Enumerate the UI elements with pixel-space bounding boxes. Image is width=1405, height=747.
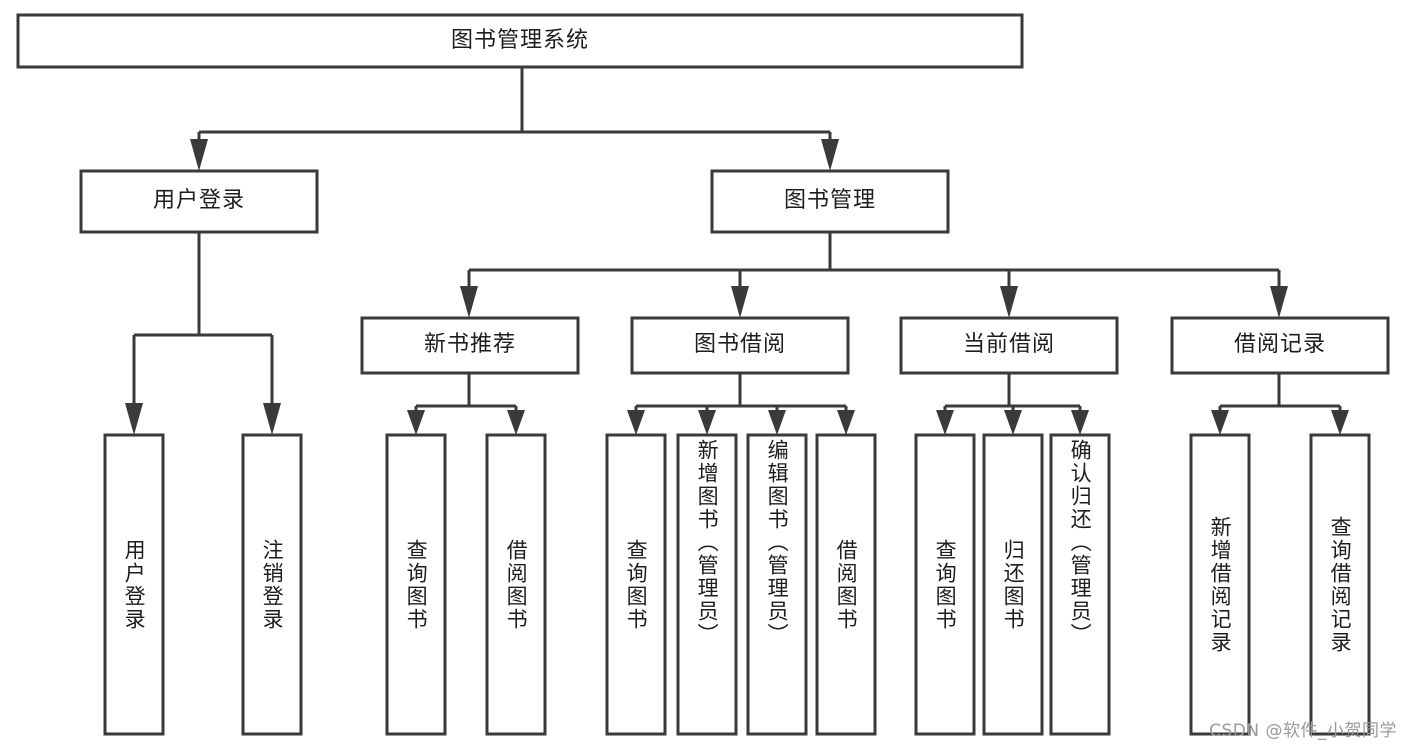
arrow-head-leaf-borrow-book-2 <box>837 410 855 435</box>
node-box-book-borrow[interactable] <box>630 316 850 375</box>
node-box-leaf-add-record[interactable] <box>1189 433 1251 736</box>
node-box-leaf-edit-book[interactable] <box>746 433 808 736</box>
node-box-leaf-query-book-2[interactable] <box>605 433 667 736</box>
arrow-head-user-login <box>190 139 208 171</box>
node-box-leaf-query-book-1[interactable] <box>385 433 447 736</box>
node-box-book-manage[interactable] <box>710 169 950 234</box>
arrow-head-leaf-borrow-book-1 <box>507 410 525 435</box>
node-box-leaf-add-book[interactable] <box>676 433 738 736</box>
arrow-head-book-borrow <box>731 286 749 318</box>
arrow-head-leaf-confirm-return <box>1071 410 1089 435</box>
node-box-leaf-confirm-return[interactable] <box>1049 433 1111 736</box>
arrow-head-leaf-return-book <box>1004 410 1022 435</box>
connectors-layer <box>125 67 1349 435</box>
arrow-head-leaf-edit-book <box>768 410 786 435</box>
arrow-head-current-borrow <box>1000 286 1018 318</box>
node-box-leaf-borrow-book-2[interactable] <box>815 433 877 736</box>
node-box-current-borrow[interactable] <box>899 316 1119 375</box>
node-box-leaf-return-book[interactable] <box>982 433 1044 736</box>
arrow-head-borrow-record <box>1270 286 1288 318</box>
node-box-leaf-borrow-book-1[interactable] <box>485 433 547 736</box>
node-box-user-login[interactable] <box>79 169 319 234</box>
arrow-head-leaf-query-book-1 <box>407 410 425 435</box>
arrow-head-leaf-user-login <box>125 403 143 435</box>
node-box-leaf-logout[interactable] <box>241 433 303 736</box>
node-boxes-layer <box>16 13 1390 736</box>
arrow-head-leaf-query-book-3 <box>936 410 954 435</box>
node-box-borrow-record[interactable] <box>1170 316 1390 375</box>
arrow-head-leaf-logout <box>263 403 281 435</box>
arrow-head-leaf-query-record <box>1331 410 1349 435</box>
node-box-root[interactable] <box>16 13 1024 69</box>
node-box-new-book-rec[interactable] <box>360 316 580 375</box>
node-box-leaf-query-book-3[interactable] <box>914 433 976 736</box>
watermark-text: CSDN @软件_小贺同学 <box>1209 721 1397 741</box>
arrow-head-leaf-query-book-2 <box>627 410 645 435</box>
arrow-head-leaf-add-record <box>1211 410 1229 435</box>
node-box-leaf-query-record[interactable] <box>1309 433 1371 736</box>
node-box-leaf-user-login[interactable] <box>103 433 165 736</box>
arrow-head-book-manage <box>821 139 839 171</box>
arrow-head-leaf-add-book <box>698 410 716 435</box>
arrow-head-new-book-rec <box>460 286 478 318</box>
